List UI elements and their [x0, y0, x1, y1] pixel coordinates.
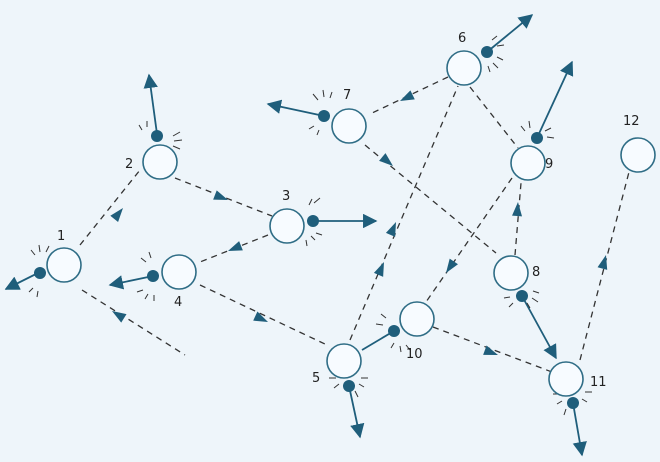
spark-1	[28, 244, 50, 298]
trajectory-6-9	[469, 86, 519, 149]
velocity-arrow-9	[536, 60, 574, 139]
particle-7	[331, 108, 367, 144]
trajectory-arrowheads	[110, 90, 608, 355]
label-7: 7	[343, 88, 351, 103]
dot-8	[516, 290, 528, 302]
arrowhead-11-12	[597, 255, 608, 270]
velocity-arrow-11	[572, 402, 587, 457]
velocity-arrow-5	[348, 385, 365, 439]
velocity-arrow-2	[143, 73, 158, 135]
spark-10	[375, 313, 411, 353]
particle-10	[399, 301, 435, 337]
trajectory-paths	[79, 76, 630, 373]
label-12: 12	[623, 114, 640, 129]
dot-6	[481, 46, 493, 58]
arrowhead-3-4	[228, 241, 243, 251]
arrowhead-1-2	[110, 208, 123, 223]
label-2: 2	[125, 157, 133, 172]
velocity-arrow-6	[486, 14, 534, 53]
arrowhead-6-7	[400, 90, 415, 101]
arrowhead-5-6b	[385, 222, 396, 237]
label-8: 8	[532, 265, 540, 280]
dot-9	[531, 132, 543, 144]
velocity-arrow-8	[521, 295, 557, 360]
arrowhead-2-3	[213, 190, 228, 200]
label-11: 11	[590, 375, 607, 390]
particle-11	[548, 361, 584, 397]
velocity-arrow-7	[266, 99, 325, 117]
dot-2	[151, 130, 163, 142]
collision-link-5-10	[361, 330, 395, 351]
label-6: 6	[458, 31, 466, 46]
particle-5	[326, 343, 362, 379]
dot-3	[307, 215, 319, 227]
label-4: 4	[174, 295, 182, 310]
trajectory-5-6	[349, 85, 459, 341]
spark-2	[138, 121, 183, 150]
arrowhead-10-11	[483, 345, 498, 355]
trajectory-10-11	[432, 326, 553, 373]
label-9: 9	[545, 157, 553, 172]
particle-8	[493, 255, 529, 291]
particle-2	[142, 144, 178, 180]
label-10: 10	[406, 347, 423, 362]
trajectory-9-10	[425, 177, 513, 303]
arrowhead-8-9	[512, 202, 523, 217]
particle-9	[510, 145, 546, 181]
particle-12	[620, 137, 656, 173]
arrowhead-7-8	[379, 153, 393, 166]
trajectory-8-9	[514, 182, 522, 256]
spark-9	[520, 120, 555, 139]
arrowhead-1-tail	[112, 311, 127, 323]
trajectory-1-tail	[81, 289, 186, 356]
spark-3	[305, 197, 323, 247]
velocity-arrow-4	[108, 275, 154, 290]
collision-dots	[34, 46, 579, 409]
trajectory-4-5	[199, 284, 328, 346]
collision-sparks	[28, 35, 592, 416]
velocity-arrows	[4, 14, 587, 457]
spark-11	[553, 391, 592, 416]
particle-3	[269, 208, 305, 244]
particle-labels: 1 2 3 4 5 6 7 8 9 10 11 12	[57, 31, 640, 390]
velocity-arrow-1	[4, 272, 39, 290]
trajectory-6-7	[369, 76, 449, 115]
particle-1	[46, 247, 82, 283]
particle-4	[161, 254, 197, 290]
label-5: 5	[312, 371, 320, 386]
arrowhead-4-5	[253, 311, 268, 322]
dot-11	[567, 397, 579, 409]
dot-5	[343, 380, 355, 392]
spark-4	[136, 251, 155, 301]
particles	[46, 50, 656, 397]
label-1: 1	[57, 229, 65, 244]
dot-10	[388, 325, 400, 337]
dot-7	[318, 110, 330, 122]
trajectory-1-2	[79, 169, 141, 246]
dot-4	[147, 270, 159, 282]
spark-7	[308, 89, 333, 136]
dot-1	[34, 267, 46, 279]
particle-6	[446, 50, 482, 86]
spark-8	[503, 290, 540, 309]
label-3: 3	[282, 189, 290, 204]
arrowhead-9-10	[446, 258, 458, 273]
spark-5	[329, 377, 368, 398]
arrowhead-5-6a	[373, 262, 384, 277]
spark-6	[487, 35, 505, 73]
